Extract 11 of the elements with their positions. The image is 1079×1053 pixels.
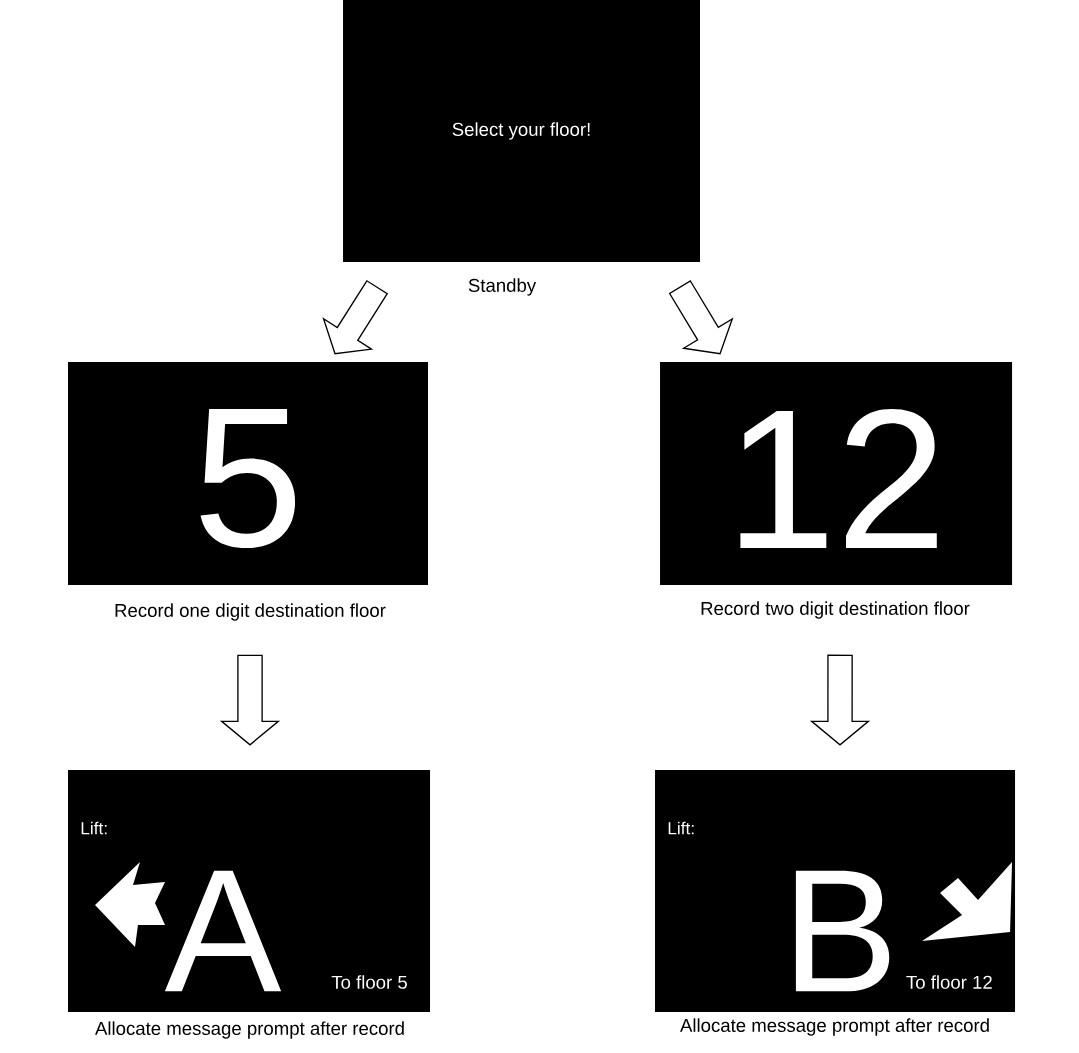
screen: 5 [68, 362, 428, 586]
node-label: Standby [468, 278, 537, 296]
screen: 12 [660, 362, 1013, 586]
screen: Select your floor! [343, 0, 700, 262]
node-label: Allocate message prompt after record [95, 1021, 404, 1039]
node-label: Record one digit destination floor [115, 603, 386, 621]
node-label: Record two digit destination floor [701, 601, 970, 619]
block-arrow [219, 654, 281, 746]
screen: Lift: A To floor 5 [68, 770, 431, 1013]
block-arrow [809, 654, 871, 746]
node-label: Allocate message prompt after record [680, 1018, 989, 1036]
